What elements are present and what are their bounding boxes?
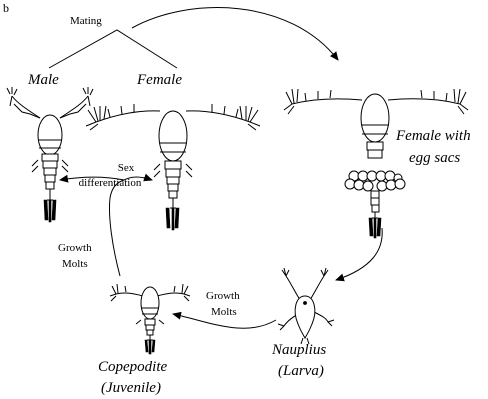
growth-molts-bottom-line2: Molts [211, 306, 237, 318]
sex-differentiation-label-line2: differentiation [79, 177, 142, 189]
copepodite-growth-arrow [109, 180, 124, 276]
nauplius-illustration [278, 268, 334, 344]
panel-label: b [3, 1, 9, 15]
male-copepod-illustration [7, 87, 93, 222]
female-copepod-illustration [86, 104, 260, 230]
copepodite-label-line1: Copepodite [98, 359, 167, 375]
mating-connector-line [49, 30, 177, 68]
growth-molts-left-line1: Growth [58, 242, 92, 254]
male-label: Male [27, 72, 59, 88]
female-egg-sacs-label-line2: egg sacs [409, 150, 460, 166]
mating-label: Mating [70, 15, 102, 27]
female-egg-sacs-label-line1: Female with [395, 128, 471, 144]
copepodite-label-line2: (Juvenile) [101, 380, 161, 396]
nauplius-label-line2: (Larva) [278, 363, 324, 379]
sex-differentiation-label-line1: Sex [118, 162, 135, 174]
egg-sacs [345, 171, 405, 191]
mating-arrow [132, 8, 338, 60]
female-label: Female [136, 72, 182, 88]
growth-molts-bottom-line1: Growth [206, 290, 240, 302]
growth-molts-left-line2: Molts [62, 258, 88, 270]
copepodite-illustration [110, 284, 190, 354]
nauplius-label-line1: Nauplius [271, 342, 326, 358]
